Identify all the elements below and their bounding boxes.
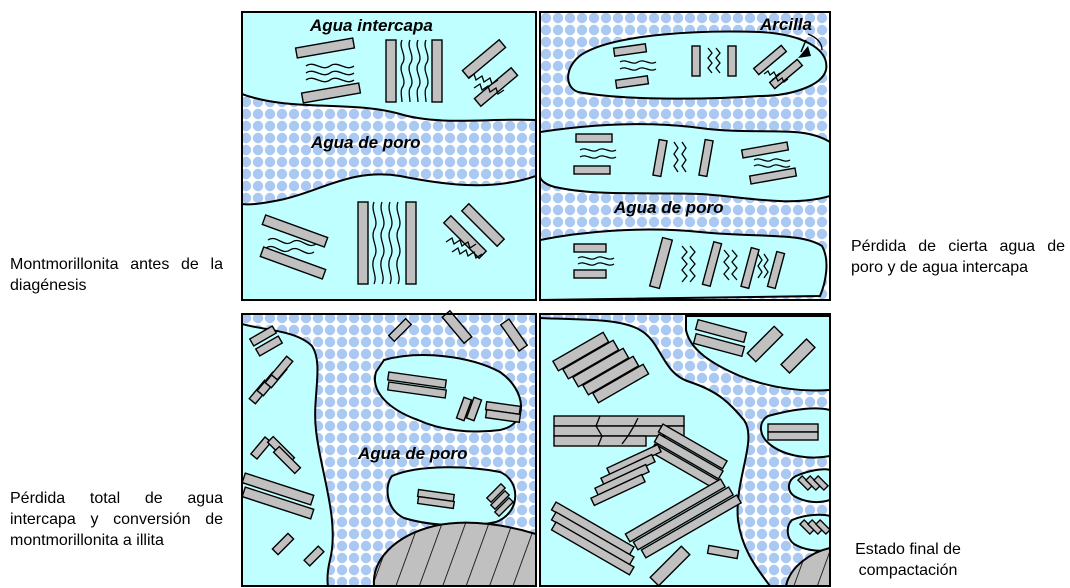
label-clay: Arcilla [759,15,812,34]
caption-final-compaction: Estado final de compactación [855,541,961,579]
panel-montmorillonite: Agua intercapa Agua de poro [241,11,537,301]
label-pore-water-3: Agua de poro [357,444,468,463]
panel-illite-conversion: Agua de poro [241,309,537,587]
caption-before-diagenesis: Montmorillonita antes de la diagénesis [10,256,223,294]
caption-partial-water-loss: Pérdida de cierta agua de poro y de agua… [851,238,1065,276]
panel-final-compaction [539,313,832,587]
label-pore-water-2: Agua de poro [613,198,724,217]
panel-partial-water-loss: Arcilla Agua de poro [539,11,831,301]
label-interlayer-water: Agua intercapa [309,16,433,35]
caption-total-water-loss: Pérdida total de agua intercapa y conver… [10,490,223,549]
label-pore-water-1: Agua de poro [310,133,421,152]
